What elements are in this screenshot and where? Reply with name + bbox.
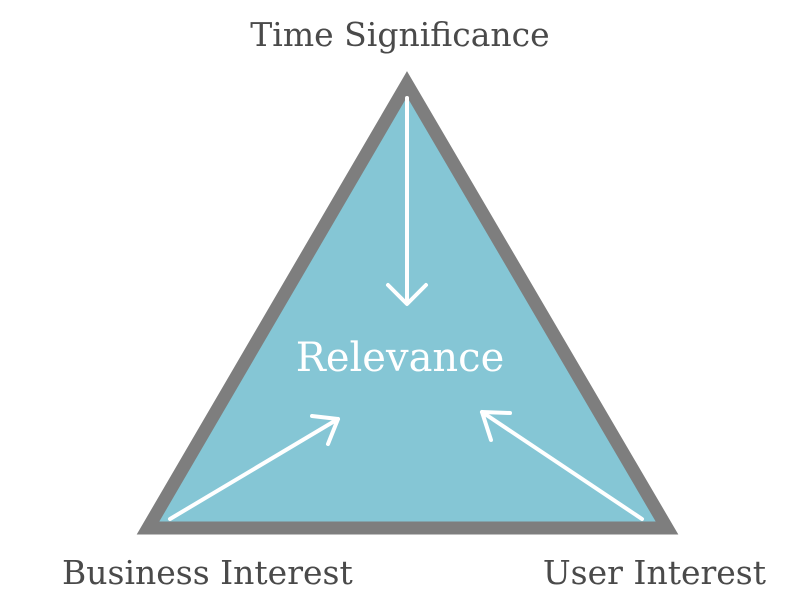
arrow-down-icon [386,96,428,306]
bottom-left-vertex-label: Business Interest [62,553,353,592]
relevance-triangle [136,71,679,535]
arrow-up-right-icon [168,414,340,521]
center-label: Relevance [295,335,505,381]
bottom-right-vertex-label: User Interest [542,553,766,592]
top-vertex-label: Time Significance [250,15,550,54]
arrow-up-left-icon [480,410,644,521]
